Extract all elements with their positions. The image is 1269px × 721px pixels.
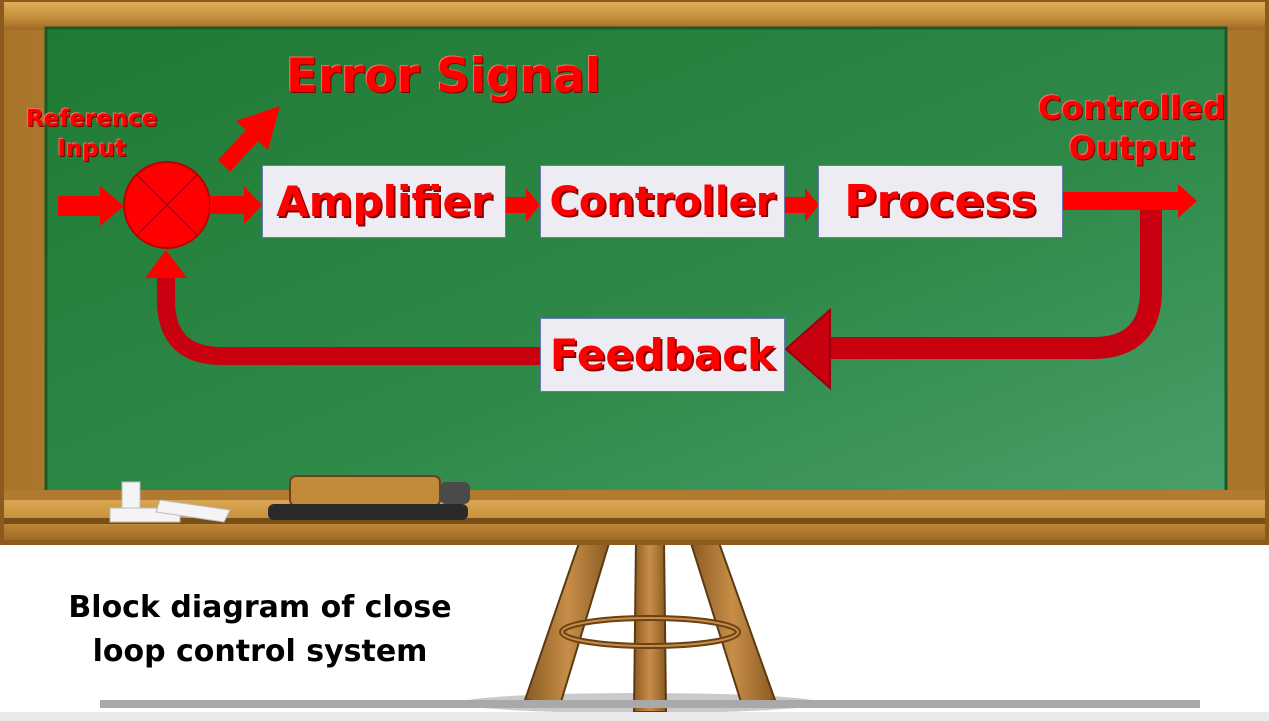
caption-line-1: Block diagram of close — [68, 590, 452, 625]
controller-label: Controller — [549, 178, 776, 225]
process-label: Process — [844, 175, 1037, 227]
signal-flow — [58, 106, 1197, 391]
board-surface — [46, 28, 1226, 495]
controlled-output-line-1: Controlled — [1038, 89, 1226, 127]
error-signal-arrow — [218, 106, 280, 172]
feedback-label: Feedback — [549, 330, 776, 379]
reference-input-line-1: Reference — [26, 106, 158, 132]
chalk-pieces — [109, 481, 231, 523]
easel-legs — [460, 539, 820, 713]
floor-band — [0, 712, 1269, 721]
feedback-to-junction-arrowhead — [145, 250, 187, 278]
feedback-arrowhead — [784, 307, 831, 391]
reference-input-label: Reference Input — [26, 104, 157, 164]
feedback-block: Feedback — [540, 318, 785, 392]
controller-to-process-arrow — [784, 188, 819, 222]
controlled-output-arrow — [1062, 184, 1197, 218]
eraser — [268, 475, 470, 520]
feedback-path-right — [830, 210, 1162, 359]
amplifier-label: Amplifier — [276, 176, 492, 226]
amplifier-to-controller-arrow — [505, 188, 540, 222]
controller-block: Controller — [540, 165, 785, 238]
diagram-caption: Block diagram of close loop control syst… — [30, 586, 490, 674]
amplifier-block: Amplifier — [262, 165, 506, 238]
controlled-output-line-2: Output — [1068, 129, 1196, 167]
floor-shadow — [100, 700, 1200, 708]
reference-input-line-2: Input — [57, 136, 127, 162]
process-block: Process — [818, 165, 1063, 238]
error-signal-label: Error Signal — [286, 49, 602, 104]
chalk-ledge — [4, 490, 1265, 524]
feedback-path-left — [157, 272, 541, 365]
reference-input-arrow — [58, 186, 124, 226]
junction-to-amplifier-arrow — [210, 186, 262, 224]
caption-line-2: loop control system — [92, 634, 428, 669]
controlled-output-label: Controlled Output — [1038, 88, 1226, 168]
